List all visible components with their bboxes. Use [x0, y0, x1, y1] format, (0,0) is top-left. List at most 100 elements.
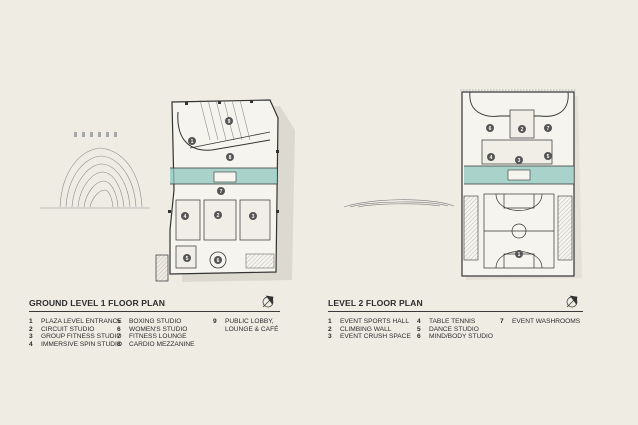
ground-marker-9: 9 [225, 117, 233, 125]
site-contours [40, 147, 150, 209]
ground-legend-col-1: 1 PLAZA LEVEL ENTRANCE 2 CIRCUIT STUDIO 3 GRO… [29, 318, 122, 348]
level2-legend-col-1: 1 EVENT SPORTS HALL 2 CLIMBING WALL 3 EVENT C… [328, 318, 411, 341]
level2-legend-col-3: 7 EVENT WASHROOMS [500, 318, 580, 326]
legend-item: 8 CARDIO MEZZANINE [117, 341, 195, 349]
svg-text:1: 1 [191, 139, 194, 145]
legend-item-number: 3 [328, 333, 332, 341]
ground-plan-title: GROUND LEVEL 1 FLOOR PLAN [29, 298, 166, 308]
ground-marker-3: 3 [249, 212, 257, 220]
svg-text:5: 5 [186, 256, 189, 262]
level2-room-markers: 1 2 3 4 5 6 7 [486, 124, 552, 258]
svg-text:3: 3 [518, 158, 521, 164]
legend-item-label: TABLE TENNIS [429, 318, 476, 325]
ground-legend-col-3: 9 PUBLIC LOBBY, LOUNGE & CAFÉ [213, 318, 279, 333]
level-2-plan [460, 89, 582, 280]
legend-item: 7 FITNESS LOUNGE [117, 333, 195, 341]
legend-item-number: 6 [117, 325, 121, 333]
legend-item-number: 2 [328, 325, 332, 333]
legend-item-label: EVENT SPORTS HALL [340, 318, 410, 325]
level2-plan-title: LEVEL 2 FLOOR PLAN [328, 298, 423, 308]
ground-marker-2: 2 [214, 211, 222, 219]
legend-item-number: 1 [29, 318, 33, 325]
level2-legend-col-2: 4 TABLE TENNIS 5 DANCE STUDIO 6 MIND/BODY STU… [417, 318, 493, 341]
legend-item-number: 3 [29, 333, 33, 341]
level2-marker-1: 1 [515, 250, 523, 258]
level2-marker-4: 4 [487, 153, 495, 161]
legend-item-label: EVENT WASHROOMS [512, 318, 581, 325]
legend-item-number: 2 [29, 325, 33, 333]
legend-item-label: FITNESS LOUNGE [129, 333, 187, 341]
legend-item-label: GROUP FITNESS STUDIO [41, 333, 122, 341]
ground-marker-1: 1 [188, 137, 196, 145]
legend-item-number: 5 [417, 325, 421, 333]
svg-text:2: 2 [217, 213, 220, 219]
svg-text:3: 3 [252, 214, 255, 220]
legend-item-label: IMMERSIVE SPIN STUDIO [41, 340, 122, 348]
ground-plan-rule [29, 311, 280, 312]
legend-item-label: CARDIO MEZZANINE [129, 340, 195, 348]
legend-item-number: 5 [117, 318, 121, 325]
legend-item-label: WOMEN'S STUDIO [129, 325, 188, 333]
legend-item-label: PUBLIC LOBBY, LOUNGE & CAFÉ [225, 318, 279, 333]
svg-text:4: 4 [490, 155, 493, 161]
legend-item-label: BOXING STUDIO [129, 318, 182, 325]
legend-item: 9 PUBLIC LOBBY, LOUNGE & CAFÉ [213, 318, 279, 333]
legend-item-number: 4 [417, 318, 421, 325]
legend-item: 1 PLAZA LEVEL ENTRANCE [29, 318, 122, 326]
legend-item-number: 6 [417, 333, 421, 341]
legend-item-label: CLIMBING WALL [340, 325, 392, 333]
legend-item-number: 9 [213, 318, 217, 325]
level2-marker-2: 2 [518, 125, 526, 133]
legend-item-number: 4 [29, 340, 33, 348]
legend-item: 3 EVENT CRUSH SPACE [328, 333, 411, 341]
site-fence-ticks [74, 132, 117, 137]
legend-item-label: PLAZA LEVEL ENTRANCE [41, 318, 122, 325]
legend-item-label: MIND/BODY STUDIO [429, 333, 493, 341]
ground-marker-5: 5 [183, 254, 191, 262]
legend-item: 6 WOMEN'S STUDIO [117, 326, 195, 334]
terrain-section [343, 199, 455, 208]
legend-item: 1 EVENT SPORTS HALL [328, 318, 411, 326]
legend-item-label: DANCE STUDIO [429, 325, 479, 333]
ground-level-plan [155, 99, 295, 282]
ground-legend-col-2: 5 BOXING STUDIO 6 WOMEN'S STUDIO 7 FITNESS LO… [117, 318, 195, 348]
ground-marker-7: 7 [217, 187, 225, 195]
svg-text:1: 1 [518, 252, 521, 258]
ground-marker-8: 8 [226, 153, 234, 161]
legend-item: 2 CLIMBING WALL [328, 326, 411, 334]
legend-item: 7 EVENT WASHROOMS [500, 318, 580, 326]
legend-item: 6 MIND/BODY STUDIO [417, 333, 493, 341]
legend-item-number: 7 [117, 333, 121, 341]
legend-item-number: 8 [117, 340, 121, 348]
legend-item: 4 IMMERSIVE SPIN STUDIO [29, 341, 122, 349]
north-arrow-icon [262, 295, 274, 308]
svg-text:6: 6 [489, 126, 492, 132]
legend-item: 3 GROUP FITNESS STUDIO [29, 333, 122, 341]
level2-marker-7: 7 [544, 124, 552, 132]
legend-item: 4 TABLE TENNIS [417, 318, 493, 326]
svg-text:9: 9 [228, 119, 231, 125]
legend-item-number: 7 [500, 318, 504, 325]
level2-marker-5: 5 [544, 152, 552, 160]
svg-text:7: 7 [220, 189, 223, 195]
svg-text:5: 5 [547, 154, 550, 160]
ground-room-markers: 1 2 3 4 5 6 7 8 9 [181, 117, 257, 264]
legend-item-number: 1 [328, 318, 332, 325]
legend-item-label: CIRCUIT STUDIO [41, 325, 95, 333]
ground-marker-6: 6 [214, 256, 222, 264]
legend-item-label: EVENT CRUSH SPACE [340, 333, 411, 341]
svg-text:2: 2 [521, 127, 524, 133]
svg-text:6: 6 [217, 258, 220, 264]
level2-marker-3: 3 [515, 156, 523, 164]
svg-text:7: 7 [547, 126, 550, 132]
level2-plan-rule [328, 311, 583, 312]
level2-marker-6: 6 [486, 124, 494, 132]
svg-text:8: 8 [229, 155, 232, 161]
north-arrow-icon-2 [566, 295, 578, 308]
ground-marker-4: 4 [181, 212, 189, 220]
legend-item: 2 CIRCUIT STUDIO [29, 326, 122, 334]
legend-item: 5 DANCE STUDIO [417, 326, 493, 334]
svg-text:4: 4 [184, 214, 187, 220]
legend-item: 5 BOXING STUDIO [117, 318, 195, 326]
